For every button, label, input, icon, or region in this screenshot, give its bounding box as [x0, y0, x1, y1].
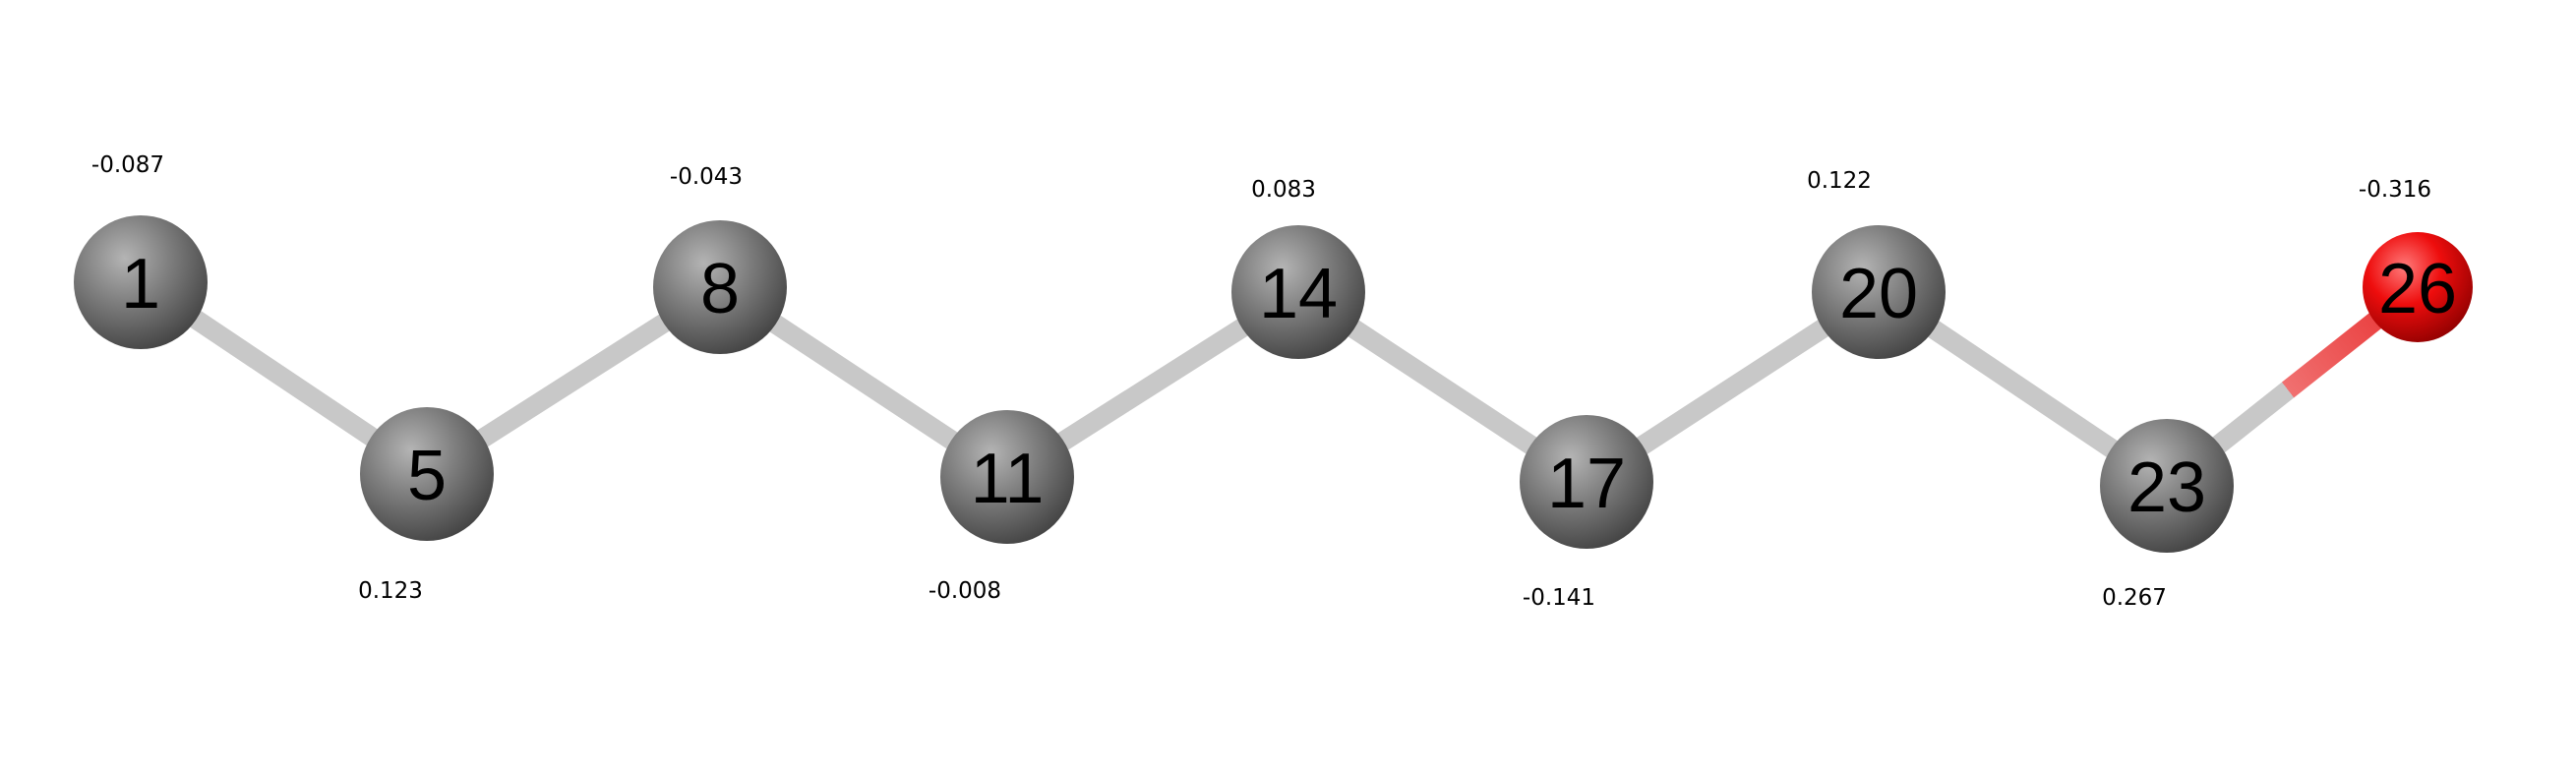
atom-layer: 1 5 8 11 14 17 20 23 26 [74, 215, 2473, 553]
charge-label-11: -0.008 [929, 578, 1001, 604]
charge-label-5: 0.123 [358, 578, 423, 604]
atom-number-label: 11 [971, 440, 1045, 518]
charge-label-8: -0.043 [670, 164, 743, 190]
atom-sphere-5 [360, 407, 494, 541]
charge-label-23: 0.267 [2102, 585, 2167, 611]
charge-label-14: 0.083 [1251, 177, 1316, 203]
atom-20: 20 [1812, 225, 1946, 359]
charge-label-1: -0.087 [91, 152, 164, 178]
atom-1: 1 [74, 215, 208, 349]
atom-26: 26 [2363, 232, 2473, 342]
charge-label-20: 0.122 [1807, 168, 1872, 194]
atom-sphere-14 [1231, 225, 1365, 359]
atom-11: 11 [940, 410, 1074, 544]
atom-17: 17 [1520, 415, 1653, 549]
atom-sphere-17 [1520, 415, 1653, 549]
atom-5: 5 [360, 407, 494, 541]
charge-layer: -0.087 0.123 -0.043 -0.008 0.083 -0.141 0.122 0… [91, 152, 2431, 611]
atom-number-label: 26 [2378, 250, 2457, 328]
atom-number-label: 5 [407, 437, 447, 515]
charge-label-17: -0.141 [1523, 585, 1595, 611]
atom-number-label: 20 [1839, 255, 1918, 333]
atom-number-label: 1 [121, 245, 160, 324]
atom-sphere-1 [74, 215, 208, 349]
atom-number-label: 8 [700, 250, 740, 328]
atom-number-label: 17 [1547, 445, 1626, 523]
atom-23: 23 [2100, 419, 2234, 553]
charge-label-26: -0.316 [2359, 177, 2431, 203]
atom-number-label: 23 [2127, 448, 2206, 527]
atom-sphere-23 [2100, 419, 2234, 553]
atom-8: 8 [653, 220, 787, 354]
atom-number-label: 14 [1259, 255, 1338, 333]
atom-sphere-11 [940, 410, 1074, 544]
atom-sphere-26 [2363, 232, 2473, 342]
atom-sphere-20 [1812, 225, 1946, 359]
atom-14: 14 [1231, 225, 1365, 359]
atom-sphere-8 [653, 220, 787, 354]
